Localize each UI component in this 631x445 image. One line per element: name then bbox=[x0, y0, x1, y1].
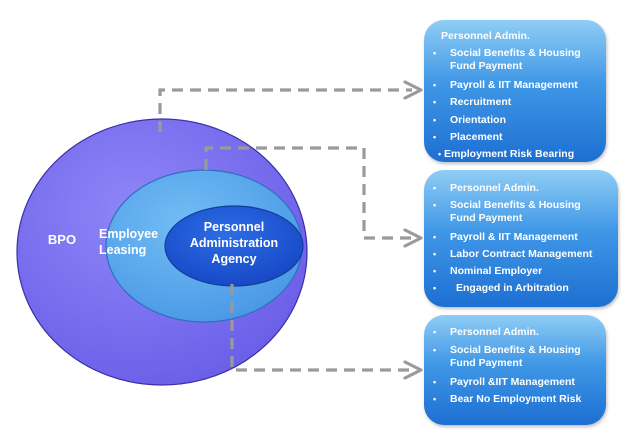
list-item: •Personnel Admin. bbox=[433, 326, 539, 338]
list-item: •Payroll &IIT Management bbox=[433, 376, 575, 388]
list-item: •Labor Contract Management bbox=[433, 248, 593, 260]
list-item: •Employment Risk Bearing bbox=[438, 148, 575, 160]
connector-agency bbox=[230, 284, 412, 372]
box-title: Personnel Admin. bbox=[441, 30, 530, 42]
list-item: •Nominal Employer bbox=[433, 265, 543, 277]
agency-label: Personnel Administration Agency bbox=[189, 220, 279, 266]
list-item: •Recruitment bbox=[433, 96, 512, 108]
connector-bpo bbox=[158, 88, 412, 132]
list-item: •Payroll & IIT Management bbox=[433, 79, 578, 91]
list-item: •Social Benefits & Housing Fund Payment bbox=[433, 199, 581, 224]
employee-leasing-label: Employee Leasing bbox=[99, 227, 159, 257]
list-item: •Payroll & IIT Management bbox=[433, 231, 578, 243]
list-item: •Social Benefits & Housing Fund Payment bbox=[433, 47, 581, 72]
arrow-head-bpo bbox=[403, 80, 423, 100]
list-item: •Orientation bbox=[433, 114, 507, 126]
list-item: •Personnel Admin. bbox=[433, 182, 539, 194]
list-item: •Social Benefits & Housing Fund Payment bbox=[433, 344, 581, 369]
service-box-leasing: •Personnel Admin. •Social Benefits & Hou… bbox=[424, 170, 618, 307]
list-item: •Engaged in Arbitration bbox=[433, 282, 569, 294]
bpo-label: BPO bbox=[47, 232, 77, 247]
service-box-bpo: Personnel Admin. •Social Benefits & Hous… bbox=[424, 20, 606, 162]
agency-circle bbox=[164, 205, 304, 287]
connector-leasing bbox=[204, 146, 412, 240]
arrow-head-leasing bbox=[403, 228, 423, 248]
list-item: •Bear No Employment Risk bbox=[433, 393, 582, 405]
service-box-agency: •Personnel Admin. •Social Benefits & Hou… bbox=[424, 315, 606, 425]
arrow-head-agency bbox=[403, 360, 423, 380]
list-item: •Placement bbox=[433, 131, 503, 143]
